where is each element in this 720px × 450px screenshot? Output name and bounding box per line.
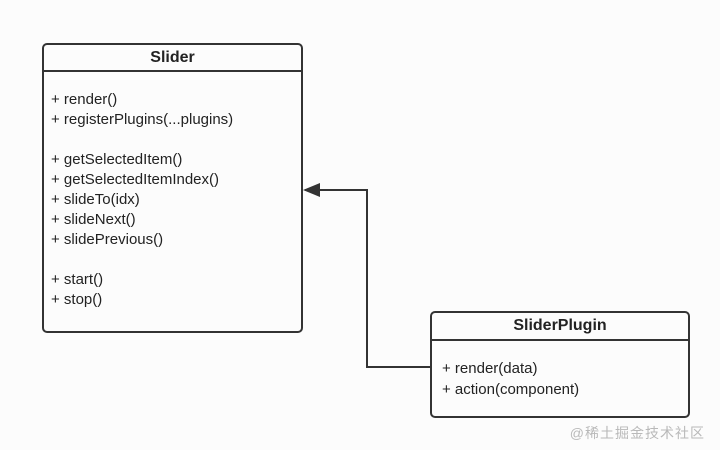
method-group-lifecycle: + render() + registerPlugins(...plugins) — [51, 90, 295, 130]
method-line: + stop() — [51, 291, 103, 308]
method-line: + getSelectedItemIndex() — [51, 171, 220, 188]
class-box-slider: Slider + render() + registerPlugins(...p… — [42, 43, 303, 333]
class-box-slider-plugin: SliderPlugin + render(data) + action(com… — [430, 311, 690, 418]
class-title-slider-plugin: SliderPlugin — [432, 313, 688, 341]
watermark-text: @稀土掘金技术社区 — [569, 425, 705, 441]
class-body-slider-plugin: + render(data) + action(component) — [432, 341, 688, 400]
method-group-plugin: + render(data) + action(component) — [442, 358, 682, 400]
arrowhead-icon — [303, 183, 320, 197]
method-group-control: + start() + stop() — [51, 270, 295, 310]
method-line: + start() — [51, 271, 104, 288]
method-line: + getSelectedItem() — [51, 151, 183, 168]
association-line — [305, 189, 430, 368]
class-body-slider: + render() + registerPlugins(...plugins)… — [44, 72, 301, 310]
method-line: + slideTo(idx) — [51, 191, 140, 208]
method-line: + slidePrevious() — [51, 231, 164, 248]
method-group-navigation: + getSelectedItem() + getSelectedItemInd… — [51, 150, 295, 250]
method-line: + render() — [51, 91, 118, 108]
method-line: + action(component) — [442, 381, 580, 398]
class-title-slider: Slider — [44, 45, 301, 72]
method-line: + registerPlugins(...plugins) — [51, 111, 234, 128]
method-line: + render(data) — [442, 360, 538, 377]
method-line: + slideNext() — [51, 211, 136, 228]
